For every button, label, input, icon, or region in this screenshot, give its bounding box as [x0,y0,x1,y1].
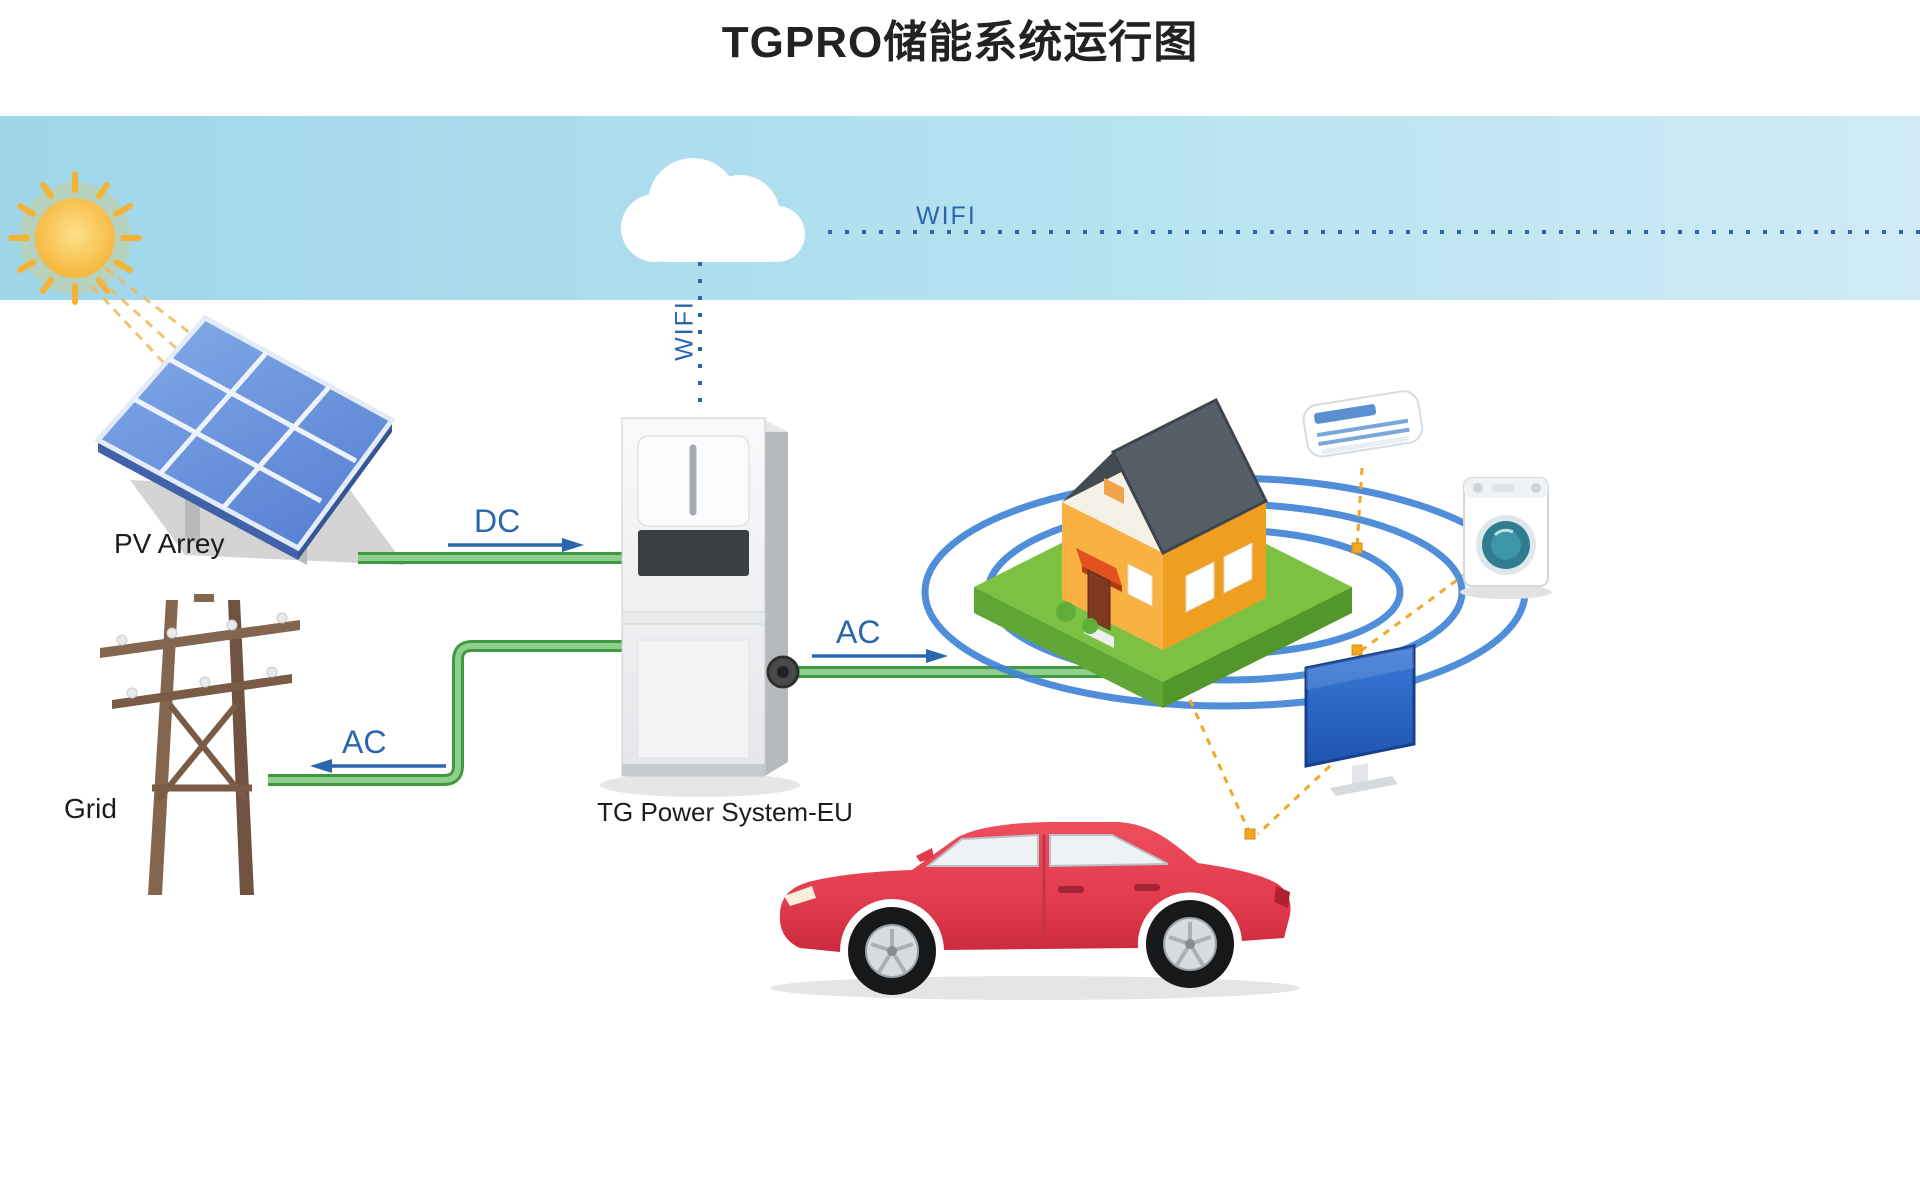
bush [1082,618,1098,634]
gable-window [1104,478,1124,504]
ac-house-arrow [812,649,948,663]
air-conditioner-icon [1302,390,1424,458]
house-window [1185,561,1215,613]
car-mirror [916,848,934,862]
ac-to-house-label: AC [836,614,881,650]
tv-icon [1304,644,1416,796]
car-headlight [784,886,816,906]
ac-to-grid-label: AC [342,724,387,760]
house-icon [974,397,1352,708]
insulators [116,612,288,699]
sun-icon [8,171,216,380]
washer-knob [1531,483,1541,493]
car-body [779,822,1291,952]
sky-band [0,116,1920,300]
house-roof [1110,397,1269,556]
car-icon [770,822,1300,1000]
grid-label: Grid [64,793,117,824]
tv-screen [1304,644,1416,768]
page-title: TGPRO储能系统运行图 [721,18,1199,67]
link-nodes [1244,542,1363,840]
cloud-icon [621,158,805,262]
car-door-handle [1134,884,1160,891]
house-window [1223,542,1253,594]
energy-flow-ac-grid [268,640,632,786]
washer-knob [1473,483,1483,493]
dc-flow-label: DC [474,503,521,539]
power-pole-icon [100,594,300,895]
appliance-links [1188,467,1469,836]
wifi-label-vertical: WIFI [670,300,699,361]
inverter-label: TG Power System-EU [597,797,853,827]
pv-array-label: PV Arrey [114,528,225,559]
car-window-front [925,833,1039,867]
car-wheel-front [848,907,936,995]
wifi-label-horizontal: WIFI [916,202,977,230]
panel-grid-lines [132,350,358,510]
ac-display [1314,404,1377,424]
crossarm-bottom [112,674,292,709]
bush [1056,602,1076,622]
car-taillight [1274,886,1290,908]
sun-rays [8,171,142,305]
car-door-handle [1058,886,1084,893]
washing-machine-icon [1460,477,1552,599]
car-wheel-rear [1146,900,1234,988]
solar-panel-icon [94,314,405,565]
door-awning [1076,548,1122,586]
dc-arrow [448,538,584,552]
sun-core [35,198,115,278]
ac-grid-arrow [310,759,446,773]
house-window [1127,563,1153,607]
car-window-rear [1049,834,1169,868]
inverter-display [638,530,749,576]
inverter-icon [600,417,800,797]
crossarm-top [100,620,300,658]
house-door [1087,569,1111,631]
